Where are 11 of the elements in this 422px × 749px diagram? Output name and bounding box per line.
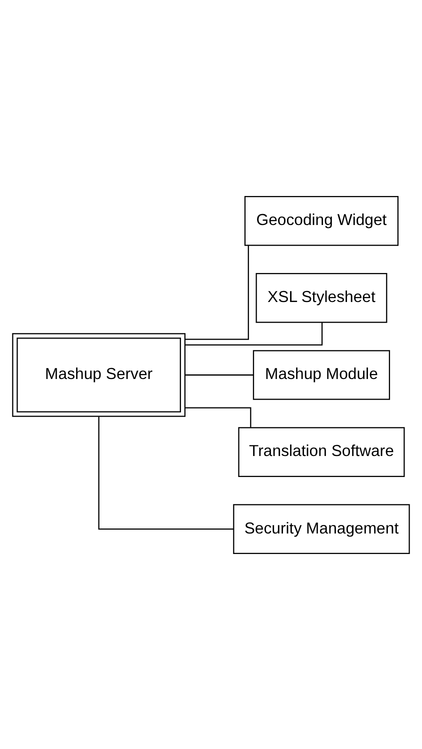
node-box: Translation Software xyxy=(238,426,405,476)
node-box: Mashup Module xyxy=(252,350,390,400)
connector xyxy=(184,406,252,427)
node-box: Mashup Server xyxy=(12,332,186,416)
node-box: XSL Stylesheet xyxy=(256,272,388,322)
node-box: Geocoding Widget xyxy=(244,195,399,246)
node-box: Security Management xyxy=(233,504,410,554)
connector xyxy=(185,322,323,346)
connector xyxy=(185,374,254,376)
connector xyxy=(184,244,249,340)
connector xyxy=(98,416,234,530)
